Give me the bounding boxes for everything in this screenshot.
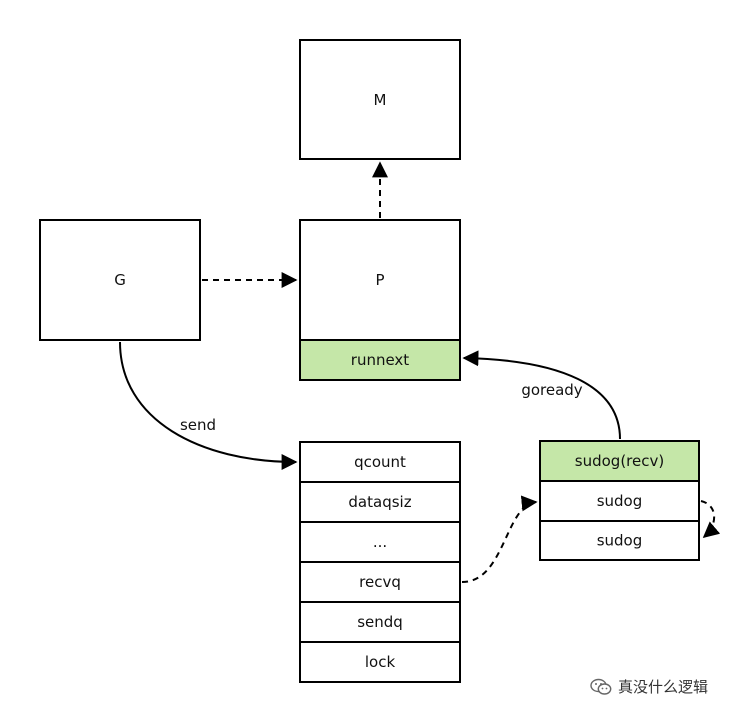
- m-node: M: [299, 39, 461, 160]
- hchan-field: [299, 641, 461, 683]
- goready-arrow: [462, 350, 621, 440]
- hchan-field-label: dataqsiz: [348, 493, 411, 511]
- watermark-text: 真没什么逻辑: [618, 678, 709, 696]
- runnext-slot: [299, 339, 461, 381]
- hchan-field: [299, 481, 461, 523]
- send-arrow: [119, 341, 298, 470]
- hchan-field-label: lock: [365, 653, 396, 671]
- sudog-next-arrow: [700, 500, 721, 539]
- hchan-field-label: sendq: [357, 613, 403, 631]
- hchan-field-label: recvq: [359, 573, 401, 591]
- m-label: M: [374, 91, 387, 109]
- send-label: send: [180, 416, 216, 434]
- runnext-label: runnext: [351, 351, 410, 369]
- sudog-queue: sudog(recv) sudog sudog: [539, 440, 700, 561]
- g-label: G: [114, 271, 126, 289]
- p-label: P: [375, 271, 384, 289]
- hchan-struct: qcount dataqsiz ... recvq sendq lock: [299, 441, 461, 683]
- hchan-field-label: ...: [373, 533, 387, 551]
- sudog-recv-label: sudog(recv): [575, 452, 664, 470]
- wechat-icon: [590, 678, 612, 695]
- hchan-field-label: qcount: [354, 453, 406, 471]
- p-node: P runnext: [299, 219, 461, 381]
- sudog-item: [539, 520, 700, 561]
- goready-label: goready: [521, 381, 582, 399]
- sudog-item: [539, 480, 700, 522]
- recvq-to-sudog-arrow: [461, 495, 538, 583]
- g-node: G: [39, 219, 201, 341]
- sudog-recv: [539, 440, 700, 482]
- sudog-item-label: sudog: [597, 492, 643, 510]
- watermark: 真没什么逻辑: [590, 676, 708, 697]
- hchan-field: [299, 561, 461, 603]
- sudog-item-label: sudog: [597, 532, 643, 550]
